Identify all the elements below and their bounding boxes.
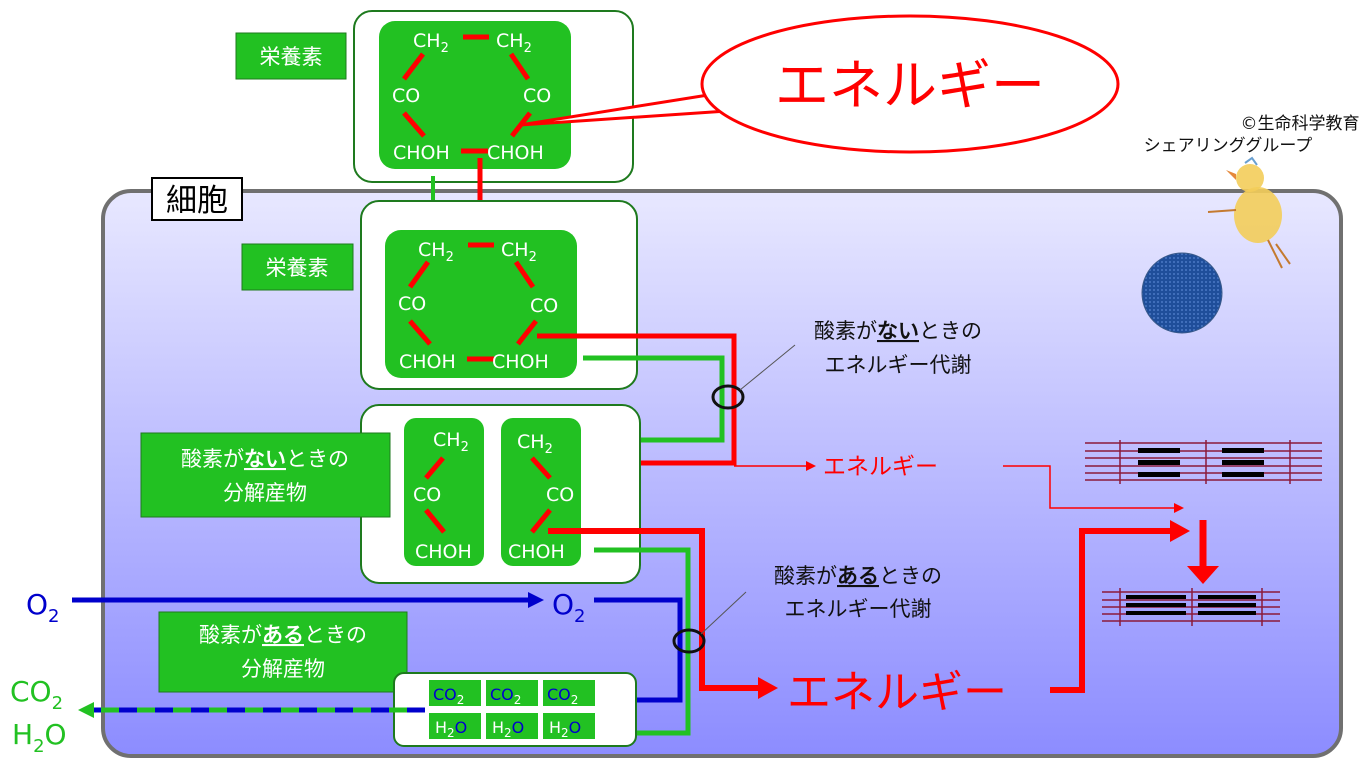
- h2o-outside-label: H2O: [12, 718, 67, 757]
- anaerobic-products-label-line1: 酸素がないときの: [181, 447, 349, 471]
- anaerobic-products-label-line2: 分解産物: [223, 481, 307, 505]
- co2-product-2: CO2: [490, 685, 521, 707]
- co2-outside-label: CO2: [10, 675, 63, 714]
- energy-small-text: エネルギー: [823, 454, 938, 480]
- anaerobic-products-label-box: [140, 432, 391, 518]
- co2-product-3: CO2: [547, 685, 578, 707]
- nutrient-inside-bonds: [407, 242, 538, 362]
- co2-product-1: CO2: [433, 685, 464, 707]
- co2-h2o-grid: [429, 680, 595, 739]
- anaerobic-left-co: CO: [413, 484, 441, 506]
- nutrient-inside-label-box: [241, 243, 354, 291]
- aerobic-products-label-line1: 酸素があるときの: [199, 623, 367, 647]
- aerobic-green-path: [594, 547, 691, 736]
- anaerobic-products-box: [360, 404, 641, 584]
- nutrient-outside-choh-left: CHOH: [393, 142, 450, 164]
- nutrient-outside-choh-right: CHOH: [487, 142, 544, 164]
- anaerobic-label-line2: エネルギー代謝: [825, 353, 972, 377]
- aerobic-junction-ring: [672, 628, 706, 654]
- anaerobic-red-path: [537, 333, 737, 466]
- anaerobic-green-path: [583, 355, 725, 443]
- anaerobic-right-choh: CHOH: [508, 541, 565, 563]
- nucleus: [1141, 252, 1223, 334]
- aerobic-red-path: [548, 528, 760, 691]
- nutrient-inside-ch2-left: CH2: [418, 239, 454, 265]
- nutrient-inside-choh-right: CHOH: [492, 351, 549, 373]
- energy-bubble-text: エネルギー: [775, 54, 1045, 117]
- nutrient-inside-co-right: CO: [530, 295, 558, 317]
- anaerobic-left-ch2: CH2: [433, 429, 469, 455]
- nutrient-outside-label-box: [235, 32, 347, 80]
- aerobic-products-label-line2: 分解産物: [241, 657, 325, 681]
- oxygen-inside-label: O2: [552, 588, 586, 627]
- cell-label-box: 細胞: [151, 177, 243, 221]
- energy-large-text: エネルギー: [787, 667, 1007, 718]
- nutrient-outside-molecule: [379, 21, 571, 169]
- nutrient-outside-co-right: CO: [523, 85, 551, 107]
- nutrient-outside-bonds: [402, 34, 532, 154]
- anaerobic-right-co: CO: [546, 484, 574, 506]
- cell-label: 細胞: [166, 183, 228, 219]
- anaerobic-right-ch2: CH2: [517, 431, 553, 457]
- anaerobic-junction-ring: [711, 384, 745, 410]
- copyright-line2: シェアリンググループ: [1144, 136, 1313, 156]
- nutrient-outside-ch2-left: CH2: [413, 30, 449, 56]
- nutrient-inside-molecule: [385, 230, 577, 378]
- anaerobic-product-left: [404, 418, 484, 566]
- h2o-product-2: H2O: [492, 718, 524, 740]
- h2o-product-1: H2O: [435, 718, 467, 740]
- nutrient-inside-choh-left: CHOH: [399, 351, 456, 373]
- muscle-fiber-relaxed: [1085, 440, 1322, 484]
- energy-bubble: エネルギー: [518, 14, 1120, 154]
- nutrient-outside-co-left: CO: [392, 85, 420, 107]
- aerobic-products-label-box: [158, 611, 408, 693]
- nutrient-outside-ch2-right: CH2: [496, 30, 532, 56]
- aerobic-label-line2: エネルギー代謝: [785, 597, 932, 621]
- nutrient-inside-ch2-right: CH2: [501, 239, 537, 265]
- nutrient-inside-label: 栄養素: [266, 256, 329, 280]
- aerobic-label-line1: 酸素があるときの: [774, 564, 942, 588]
- h2o-product-3: H2O: [549, 718, 581, 740]
- nutrient-outside-label: 栄養素: [260, 45, 323, 69]
- oxygen-outside-label: O2: [26, 588, 60, 627]
- energy-to-muscle-path: [1050, 528, 1172, 693]
- anaerobic-left-choh: CHOH: [415, 541, 472, 563]
- nutrient-inside-co-left: CO: [398, 293, 426, 315]
- chick-illustration: [1207, 156, 1291, 269]
- anaerobic-label-line1: 酸素がないときの: [814, 319, 982, 343]
- copyright-line1: ©生命科学教育: [1241, 114, 1360, 134]
